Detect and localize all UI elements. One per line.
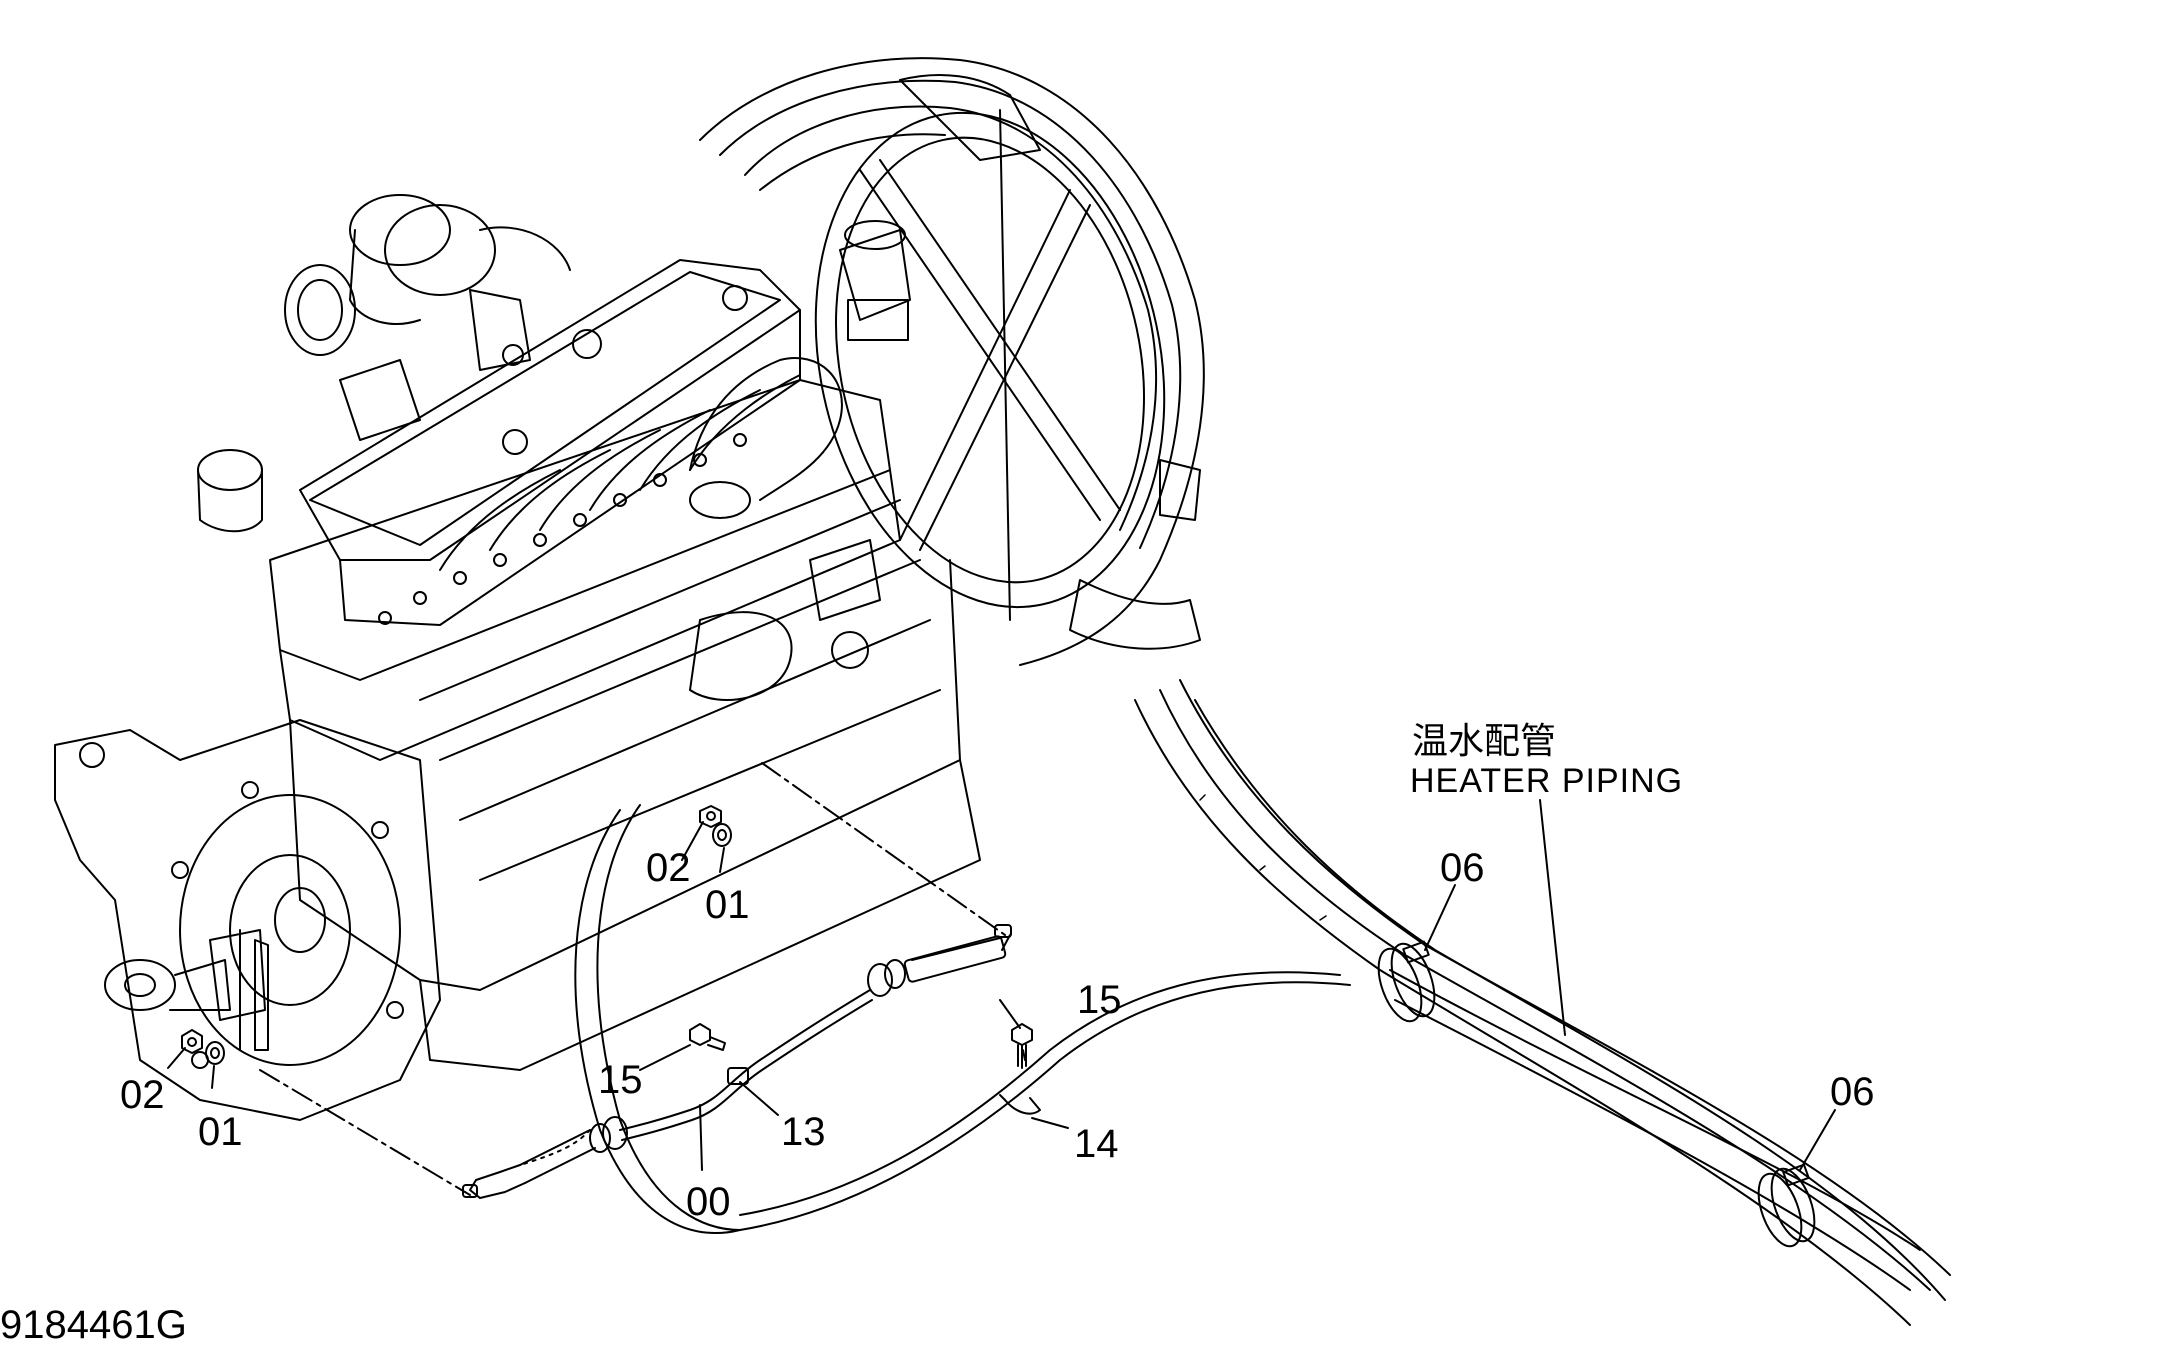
flywheel-housing <box>54 719 441 1121</box>
control-cable <box>462 924 1012 1199</box>
callout-01-flywheel: 01 <box>198 1110 243 1154</box>
callout-13: 13 <box>781 1110 826 1154</box>
callout-00: 00 <box>686 1180 731 1224</box>
callout-01-engine: 01 <box>705 883 750 927</box>
callout-15-right: 15 <box>1077 978 1122 1022</box>
drawing-number: 9184461G <box>0 1303 187 1347</box>
heater-piping-label-english: HEATER PIPING <box>1410 762 1684 800</box>
callout-06-upper: 06 <box>1440 846 1485 890</box>
heater-piping-label-japanese: 温水配管 <box>1412 720 1557 761</box>
pipe-detail-marks <box>1199 794 1327 921</box>
callout-06-lower: 06 <box>1830 1070 1875 1114</box>
callout-02-flywheel: 02 <box>120 1073 165 1117</box>
heater-piping-hoses <box>574 679 1951 1326</box>
callout-15-left: 15 <box>598 1058 643 1102</box>
hardware <box>181 805 1041 1115</box>
engine-block <box>197 220 981 1071</box>
callout-14: 14 <box>1074 1122 1119 1166</box>
callout-02-engine: 02 <box>646 846 691 890</box>
leader-lines <box>167 762 1836 1196</box>
turbocharger <box>284 194 571 441</box>
